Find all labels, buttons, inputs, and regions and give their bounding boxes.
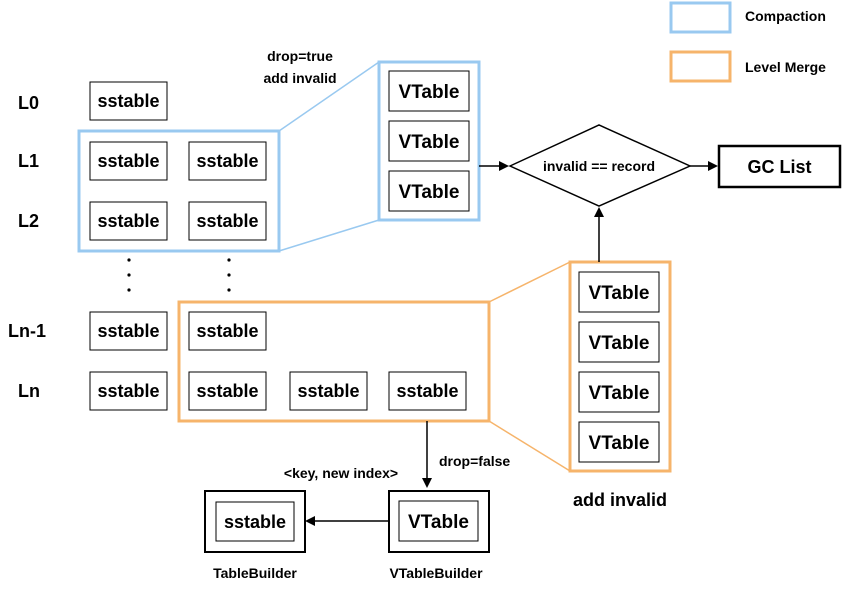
svg-text:sstable: sstable bbox=[97, 91, 159, 111]
gc-list-box: GC List bbox=[717, 144, 842, 189]
table-builder-sstable: sstable bbox=[224, 512, 286, 532]
vtable-level-merge-3: VTable bbox=[578, 421, 660, 463]
ellipsis-dots-col1 bbox=[127, 258, 131, 292]
svg-text:VTable: VTable bbox=[589, 383, 650, 404]
svg-text:sstable: sstable bbox=[97, 211, 159, 231]
sstable-ln-3: sstable bbox=[388, 371, 467, 411]
sstable-ln-2: sstable bbox=[289, 371, 368, 411]
svg-text:sstable: sstable bbox=[297, 381, 359, 401]
gc-list-label: GC List bbox=[747, 157, 811, 177]
svg-text:VTable: VTable bbox=[589, 333, 650, 354]
note-add-invalid-bottom: add invalid bbox=[573, 490, 667, 510]
level-label-l0: L0 bbox=[18, 93, 39, 113]
vtable-level-merge-0: VTable bbox=[578, 271, 660, 313]
svg-text:sstable: sstable bbox=[196, 321, 258, 341]
table-builder-label: TableBuilder bbox=[213, 565, 297, 581]
svg-text:sstable: sstable bbox=[97, 381, 159, 401]
sstable-ln1-1: sstable bbox=[188, 311, 267, 351]
level-label-ln-1: Ln-1 bbox=[8, 321, 46, 341]
note-drop-false: drop=false bbox=[439, 453, 510, 469]
sstable-l2-1: sstable bbox=[188, 201, 267, 241]
note-drop-true: drop=true bbox=[267, 48, 333, 64]
sstable-l1-1: sstable bbox=[188, 141, 267, 181]
vtable-compaction-2: VTable bbox=[388, 170, 470, 212]
svg-text:VTable: VTable bbox=[589, 283, 650, 304]
vtable-builder-label: VTableBuilder bbox=[389, 565, 483, 581]
legend-compaction-swatch bbox=[669, 1, 732, 34]
level-merge-connector-top bbox=[488, 261, 571, 303]
level-merge-connector-bottom bbox=[488, 420, 571, 472]
note-key-new-index: <key, new index> bbox=[284, 465, 398, 481]
sstable-l0-0: sstable bbox=[89, 81, 168, 121]
sstable-ln-0: sstable bbox=[89, 371, 168, 411]
svg-text:VTable: VTable bbox=[399, 182, 460, 203]
vtable-builder-vtable: VTable bbox=[408, 512, 469, 533]
compaction-connector-top bbox=[278, 61, 380, 132]
legend-level-merge-swatch bbox=[669, 50, 732, 83]
decision-label: invalid == record bbox=[543, 158, 655, 174]
compaction-connector-bottom bbox=[278, 219, 380, 252]
svg-text:VTable: VTable bbox=[399, 132, 460, 153]
svg-text:VTable: VTable bbox=[399, 82, 460, 103]
vtable-compaction-1: VTable bbox=[388, 120, 470, 162]
sstable-l1-0: sstable bbox=[89, 141, 168, 181]
sstable-l2-0: sstable bbox=[89, 201, 168, 241]
sstable-ln-1: sstable bbox=[188, 371, 267, 411]
legend-compaction-label: Compaction bbox=[745, 8, 826, 24]
sstable-ln1-0: sstable bbox=[89, 311, 168, 351]
vtable-level-merge-1: VTable bbox=[578, 321, 660, 363]
svg-text:sstable: sstable bbox=[196, 211, 258, 231]
svg-text:sstable: sstable bbox=[396, 381, 458, 401]
legend-level-merge-label: Level Merge bbox=[745, 59, 826, 75]
note-add-invalid-top: add invalid bbox=[263, 70, 336, 86]
compaction-highlight-l1-l2 bbox=[77, 129, 281, 253]
svg-text:sstable: sstable bbox=[97, 321, 159, 341]
table-builder: sstable bbox=[204, 490, 306, 553]
ellipsis-dots-col2 bbox=[227, 258, 231, 292]
level-label-l2: L2 bbox=[18, 211, 39, 231]
vtable-builder: VTable bbox=[388, 490, 490, 553]
svg-text:VTable: VTable bbox=[589, 433, 650, 454]
level-label-l1: L1 bbox=[18, 151, 39, 171]
level-merge-highlight-ln1-ln bbox=[177, 300, 491, 423]
vtable-compaction-0: VTable bbox=[388, 70, 470, 112]
vtable-level-merge-2: VTable bbox=[578, 371, 660, 413]
svg-text:sstable: sstable bbox=[97, 151, 159, 171]
svg-text:sstable: sstable bbox=[196, 381, 258, 401]
level-label-ln: Ln bbox=[18, 381, 40, 401]
svg-text:sstable: sstable bbox=[196, 151, 258, 171]
